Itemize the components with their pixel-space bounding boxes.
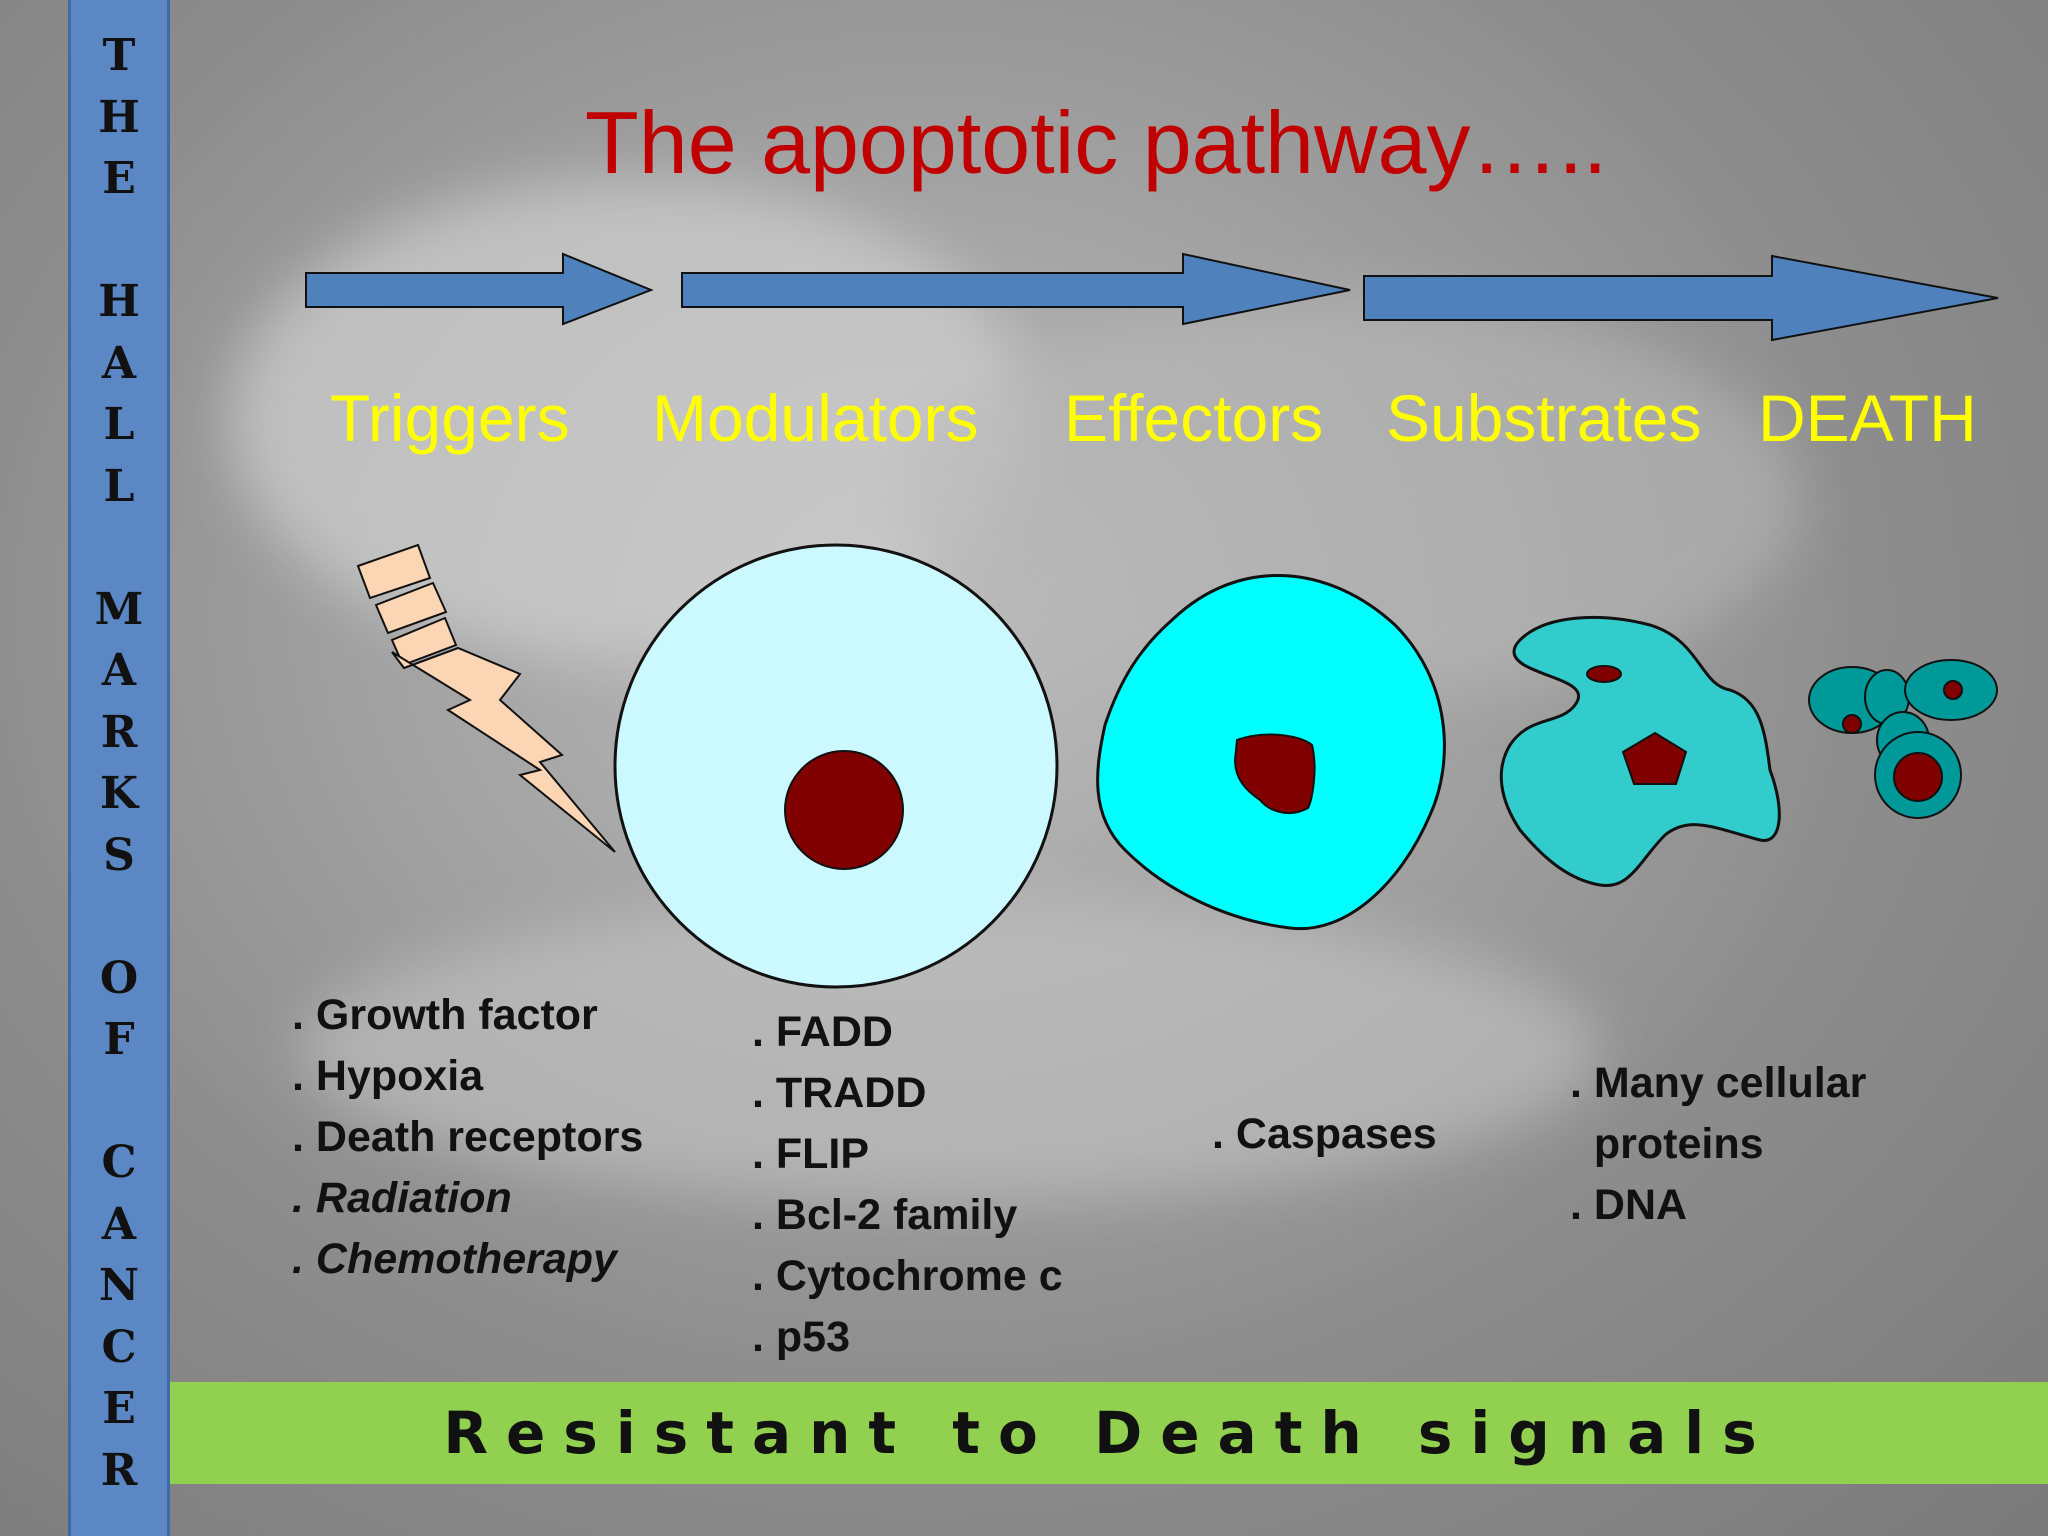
- sidebar-letter: F: [103, 1014, 135, 1065]
- modulators-list: . FADD . TRADD . FLIP . Bcl-2 family . C…: [752, 1002, 1063, 1368]
- stage-label-triggers: Triggers: [330, 381, 570, 455]
- sidebar-letter: O: [99, 952, 139, 1004]
- list-item: . Death receptors: [292, 1113, 644, 1161]
- arrow-right-icon: [1363, 254, 1999, 342]
- list-item: proteins: [1570, 1120, 1764, 1168]
- sidebar-letter: C: [101, 1321, 137, 1373]
- list-item: . Chemotherapy: [292, 1235, 617, 1283]
- sidebar-letter: H: [98, 276, 140, 327]
- footer-banner: Resistant to Death signals: [170, 1382, 2048, 1484]
- list-item: . Caspases: [1212, 1110, 1437, 1158]
- sidebar-letter: R: [100, 1444, 138, 1496]
- sidebar-letter: L: [103, 460, 135, 512]
- page-title: The apoptotic pathway…..: [585, 93, 1608, 192]
- sidebar-letter: S: [103, 829, 135, 881]
- shrunken-cell-icon: [1499, 616, 1781, 887]
- lightning-bolt-icon: [356, 543, 616, 853]
- triggers-list: . Growth factor . Hypoxia . Death recept…: [292, 985, 643, 1290]
- sidebar-letter: K: [99, 768, 139, 819]
- stage-label-substrates: Substrates: [1386, 381, 1702, 455]
- swollen-cell-icon: [1096, 573, 1446, 931]
- effectors-list: . Caspases: [1212, 1104, 1437, 1165]
- footer-text: Resistant to Death signals: [443, 1399, 1775, 1467]
- list-item: . Hypoxia: [292, 1052, 484, 1100]
- stage-label-modulators: Modulators: [652, 381, 979, 455]
- normal-cell-icon: [613, 543, 1059, 989]
- sidebar-letter: T: [102, 30, 136, 81]
- sidebar-letter: A: [101, 337, 137, 389]
- arrow-right-icon: [681, 252, 1351, 326]
- list-item: . Bcl-2 family: [752, 1191, 1018, 1239]
- sidebar-letter: A: [101, 1198, 137, 1250]
- list-item: . FADD: [752, 1008, 893, 1056]
- sidebar-letter: E: [102, 1383, 136, 1434]
- sidebar-letter: R: [100, 706, 138, 758]
- sidebar-letter: A: [101, 645, 137, 696]
- list-item: . Cytochrome c: [752, 1252, 1063, 1300]
- sidebar-letter: N: [98, 1260, 140, 1311]
- list-item: . Radiation: [292, 1174, 512, 1222]
- sidebar-letter: C: [101, 1137, 137, 1188]
- arrow-right-icon: [305, 252, 654, 326]
- list-item: . p53: [752, 1313, 850, 1361]
- sidebar-letter: H: [98, 91, 140, 143]
- list-item: . DNA: [1570, 1181, 1688, 1229]
- sidebar-letter: E: [102, 153, 136, 204]
- substrates-list: . Many cellular proteins . DNA: [1570, 1053, 1866, 1236]
- apoptotic-bodies-icon: [1808, 659, 1998, 819]
- sidebar-letter: L: [103, 399, 135, 450]
- list-item: . Growth factor: [292, 991, 598, 1039]
- list-item: . FLIP: [752, 1130, 870, 1178]
- stage-label-death: DEATH: [1758, 381, 1977, 455]
- list-item: . Many cellular: [1570, 1059, 1867, 1107]
- list-item: . TRADD: [752, 1069, 927, 1117]
- sidebar-letter: M: [94, 583, 144, 635]
- stage-label-effectors: Effectors: [1064, 381, 1324, 455]
